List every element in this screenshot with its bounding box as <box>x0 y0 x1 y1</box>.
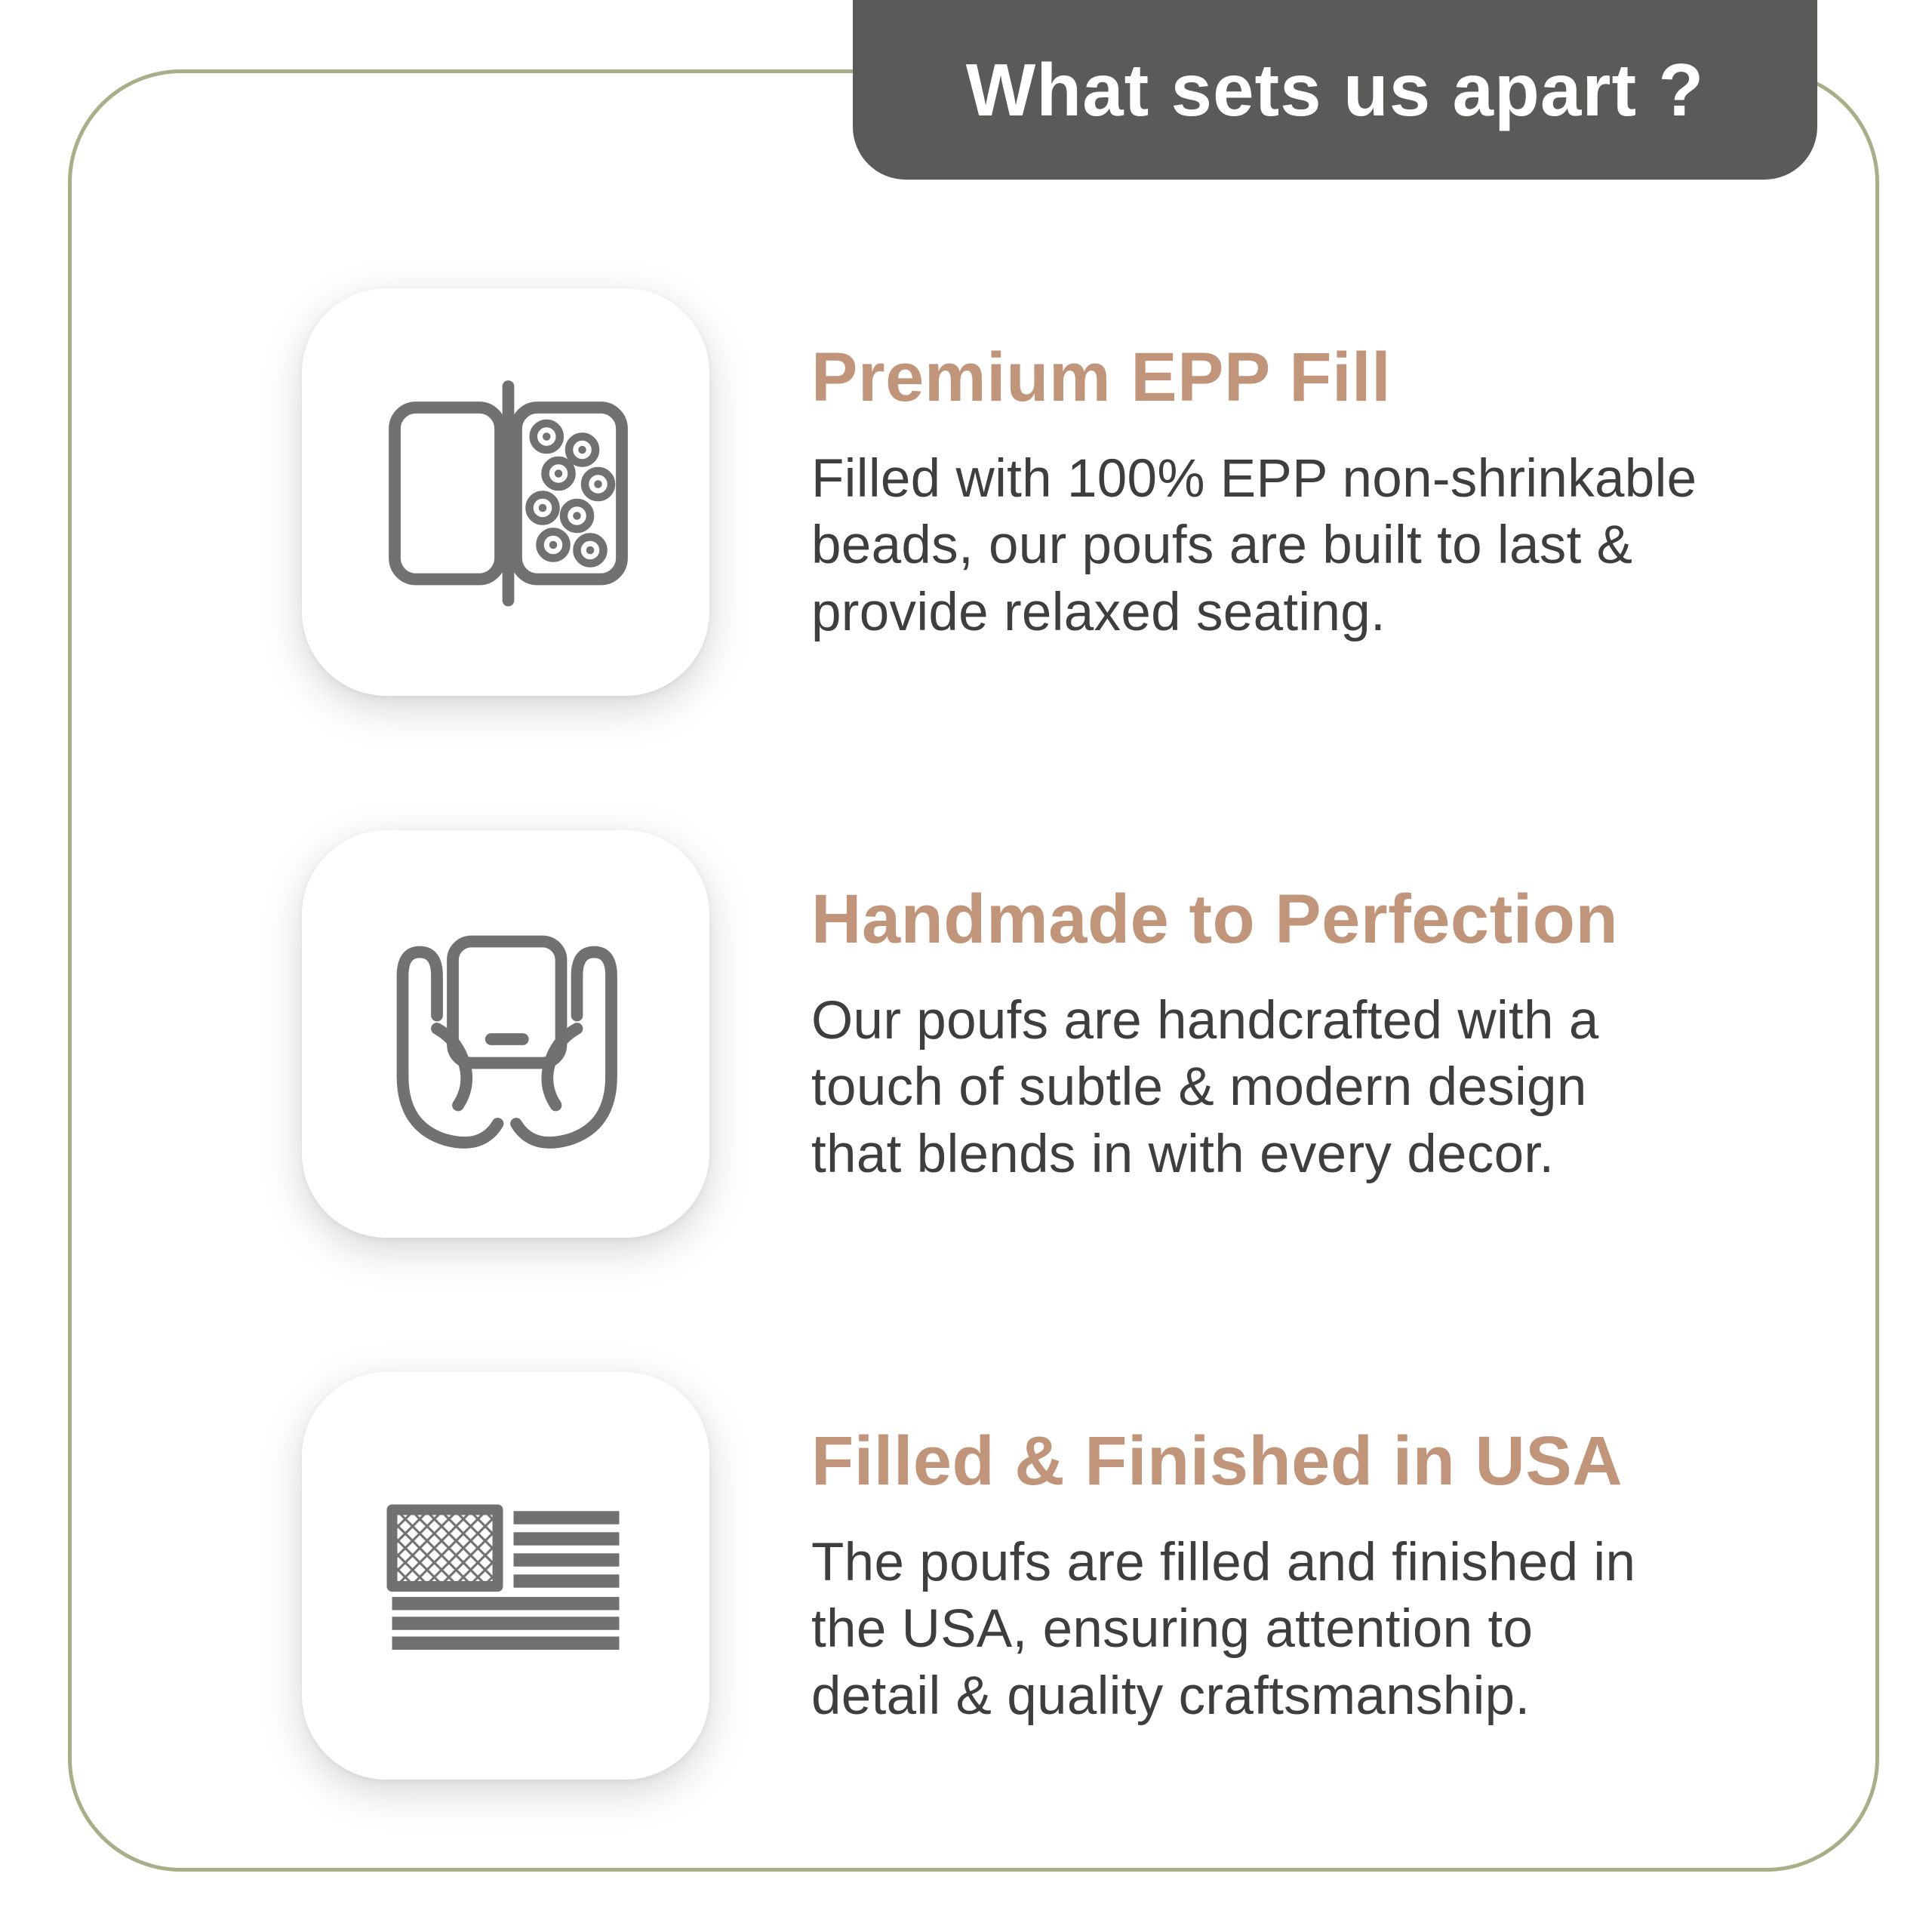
hands-holding-pouf-icon <box>347 875 664 1192</box>
feature-body: Our poufs are handcrafted with a touch o… <box>811 991 1599 1184</box>
feature-row-premium-epp-fill: Premium EPP Fill Filled with 100% EPP no… <box>302 288 1811 696</box>
feature-text-block: Filled & Finished in USA The poufs are f… <box>811 1422 1635 1729</box>
feature-body: The poufs are filled and finished in the… <box>811 1533 1636 1726</box>
pouf-bead-fill-icon <box>347 334 664 651</box>
feature-heading: Premium EPP Fill <box>811 339 1392 417</box>
feature-text-block: Handmade to Perfection Our poufs are han… <box>811 880 1618 1187</box>
feature-body: Filled with 100% EPP non-shrinkable bead… <box>811 449 1697 642</box>
page-title: What sets us apart ? <box>965 48 1705 131</box>
feature-row-handmade-to-perfection: Handmade to Perfection Our poufs are han… <box>302 830 1811 1238</box>
feature-list: Premium EPP Fill Filled with 100% EPP no… <box>302 288 1811 1780</box>
feature-text-block: Premium EPP Fill Filled with 100% EPP no… <box>811 338 1697 645</box>
feature-row-filled-finished-usa: Filled & Finished in USA The poufs are f… <box>302 1372 1811 1780</box>
feature-heading: Filled & Finished in USA <box>811 1423 1623 1500</box>
icon-card <box>302 1372 709 1780</box>
header-banner: What sets us apart ? <box>853 0 1817 180</box>
icon-card <box>302 830 709 1238</box>
feature-heading: Handmade to Perfection <box>811 881 1619 958</box>
icon-card <box>302 288 709 696</box>
usa-flag-icon <box>347 1417 664 1734</box>
